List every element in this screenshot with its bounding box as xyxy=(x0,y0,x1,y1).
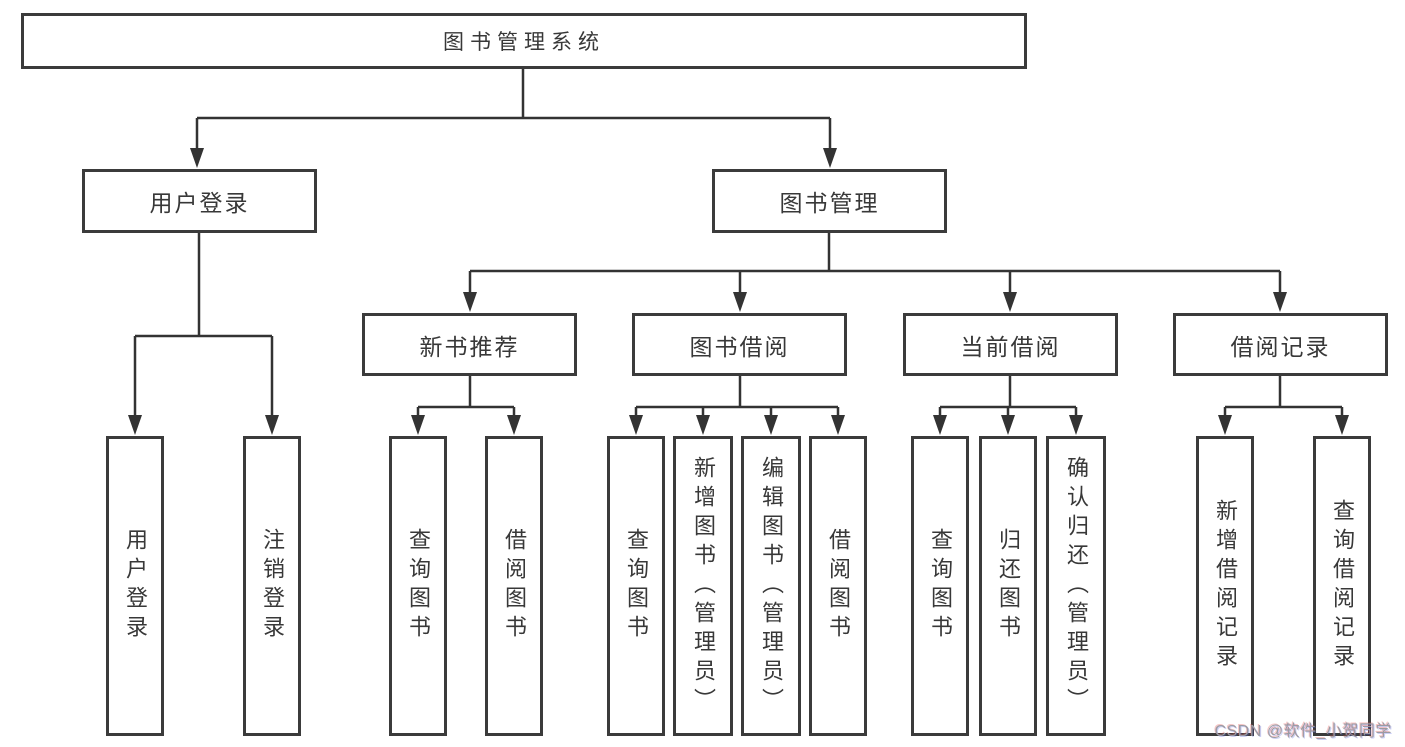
node-book-borrow-label: 图书借阅 xyxy=(689,333,790,360)
connector-lines xyxy=(133,69,1344,420)
node-user-login-label: 用户登录 xyxy=(149,190,250,216)
node-book-management-label: 图书管理 xyxy=(779,190,880,216)
leaf-current-query-book: 查询图书 xyxy=(911,436,969,736)
leaf-edit-book-admin: 编辑图书（管理员） xyxy=(741,436,801,736)
leaf-add-borrow-record-label: 新增借阅记录 xyxy=(1213,499,1238,673)
leaf-user-login-label: 用户登录 xyxy=(123,528,148,644)
leaf-logout: 注销登录 xyxy=(243,436,301,736)
leaf-add-book-admin-label: 新增图书（管理员） xyxy=(691,455,716,717)
csdn-watermark: CSDN @软件_小贺同学 xyxy=(1214,723,1392,740)
leaf-borrow-query-book: 查询图书 xyxy=(607,436,665,736)
node-book-management: 图书管理 xyxy=(712,169,947,233)
node-root-label: 图书管理系统 xyxy=(443,31,605,54)
node-new-book-recommend-label: 新书推荐 xyxy=(419,333,520,360)
node-borrow-record: 借阅记录 xyxy=(1173,313,1388,376)
node-current-borrow: 当前借阅 xyxy=(903,313,1118,376)
node-borrow-record-label: 借阅记录 xyxy=(1230,333,1331,360)
leaf-recommend-query-book: 查询图书 xyxy=(389,436,447,736)
leaf-add-book-admin: 新增图书（管理员） xyxy=(673,436,733,736)
leaf-return-book: 归还图书 xyxy=(979,436,1037,736)
leaf-query-borrow-record: 查询借阅记录 xyxy=(1313,436,1371,736)
node-new-book-recommend: 新书推荐 xyxy=(362,313,577,376)
leaf-user-login: 用户登录 xyxy=(106,436,164,736)
leaf-confirm-return-admin: 确认归还（管理员） xyxy=(1046,436,1106,736)
leaf-return-book-label: 归还图书 xyxy=(996,528,1021,644)
leaf-recommend-borrow-book-label: 借阅图书 xyxy=(502,528,527,644)
node-root: 图书管理系统 xyxy=(21,13,1027,69)
leaf-recommend-query-book-label: 查询图书 xyxy=(406,528,431,644)
leaf-query-borrow-record-label: 查询借阅记录 xyxy=(1330,499,1355,673)
leaf-recommend-borrow-book: 借阅图书 xyxy=(485,436,543,736)
node-current-borrow-label: 当前借阅 xyxy=(960,333,1061,360)
leaf-borrow-query-book-label: 查询图书 xyxy=(624,528,649,644)
leaf-borrow-book: 借阅图书 xyxy=(809,436,867,736)
leaf-add-borrow-record: 新增借阅记录 xyxy=(1196,436,1254,736)
leaf-current-query-book-label: 查询图书 xyxy=(928,528,953,644)
node-book-borrow: 图书借阅 xyxy=(632,313,847,376)
node-user-login: 用户登录 xyxy=(82,169,317,233)
leaf-edit-book-admin-label: 编辑图书（管理员） xyxy=(759,455,784,717)
leaf-confirm-return-admin-label: 确认归还（管理员） xyxy=(1064,455,1089,717)
leaf-borrow-book-label: 借阅图书 xyxy=(826,528,851,644)
leaf-logout-label: 注销登录 xyxy=(260,528,285,644)
